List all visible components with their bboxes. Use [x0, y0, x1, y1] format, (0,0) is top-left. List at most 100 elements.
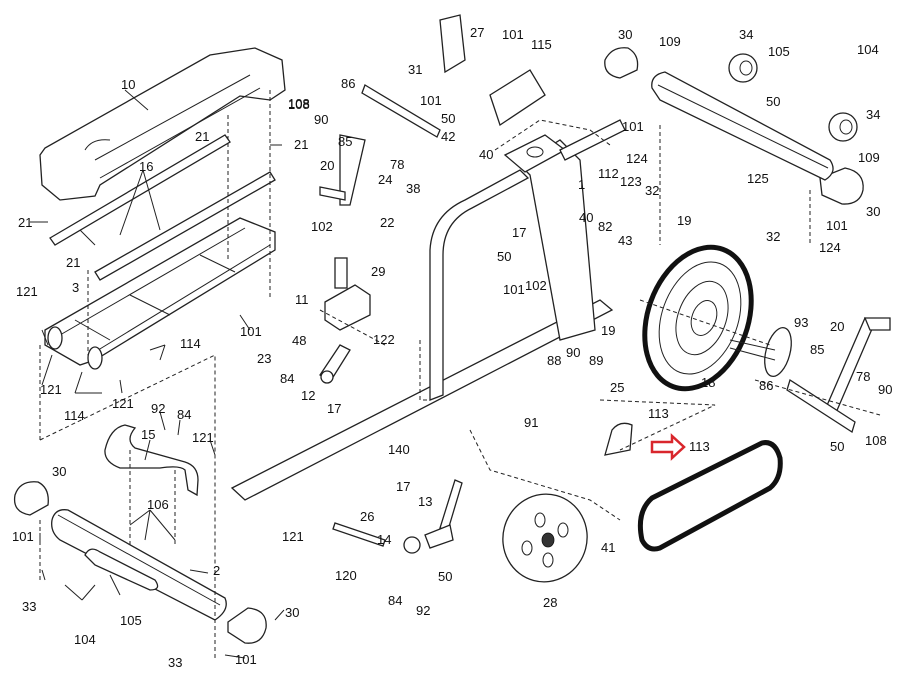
part-label-101f[interactable]: 101: [503, 282, 525, 297]
part-label-38[interactable]: 38: [406, 181, 421, 196]
part-label-78a[interactable]: 78: [390, 157, 405, 172]
part-label-29[interactable]: 29: [371, 264, 386, 279]
part-label-50e[interactable]: 50: [830, 439, 845, 454]
part-label-92b[interactable]: 92: [416, 603, 431, 618]
part-label-109a[interactable]: 109: [659, 34, 681, 49]
part-label-101a[interactable]: 101: [240, 324, 262, 339]
part-label-108a[interactable]: 108: [288, 97, 310, 112]
part-label-140[interactable]: 140: [388, 442, 410, 457]
part-label-114a[interactable]: 114: [180, 336, 201, 351]
part-label-15[interactable]: 15: [141, 427, 156, 442]
part-label-121d[interactable]: 121: [192, 430, 214, 445]
part-label-14[interactable]: 14: [377, 532, 392, 547]
part-label-102b[interactable]: 102: [525, 278, 547, 293]
part-label-89[interactable]: 89: [589, 353, 604, 368]
part-label-19[interactable]: 18: [701, 375, 716, 390]
part-label-6[interactable]: 125: [747, 171, 769, 186]
part-label-48[interactable]: 48: [292, 333, 307, 348]
part-label-101b[interactable]: 101: [12, 529, 34, 544]
part-label-86b[interactable]: 86: [759, 378, 774, 393]
part-label-120[interactable]: 120: [335, 568, 357, 583]
part-label-39[interactable]: 17: [512, 225, 527, 240]
part-label-101e[interactable]: 101: [420, 93, 442, 108]
part-label-21d[interactable]: 21: [66, 255, 81, 270]
part-label-125a[interactable]: 124: [626, 151, 648, 166]
part-label-115[interactable]: 115: [531, 37, 552, 52]
part-label-84b[interactable]: 84: [280, 371, 295, 386]
part-label-85a[interactable]: 85: [338, 134, 353, 149]
part-label-13[interactable]: 13: [418, 494, 433, 509]
part-label-21b[interactable]: 21: [294, 137, 309, 152]
part-label-32[interactable]: 112: [598, 166, 619, 181]
part-label-25[interactable]: 113: [648, 406, 669, 421]
part-label-93[interactable]: 25: [610, 380, 625, 395]
part-label-12[interactable]: 12: [301, 388, 316, 403]
part-label-50c[interactable]: 50: [438, 569, 453, 584]
part-label-122[interactable]: 122: [373, 332, 395, 347]
part-label-102a[interactable]: 102: [311, 219, 333, 234]
part-label-34b[interactable]: 34: [866, 107, 881, 122]
part-label-101d[interactable]: 101: [502, 27, 524, 42]
part-label-17b[interactable]: 17: [396, 479, 411, 494]
part-label-50d[interactable]: 50: [766, 94, 781, 109]
part-label-92a[interactable]: 92: [151, 401, 166, 416]
part-label-121b[interactable]: 121: [40, 382, 62, 397]
part-label-109b[interactable]: 109: [858, 150, 880, 165]
part-label-101c[interactable]: 101: [235, 652, 257, 667]
part-label-23[interactable]: 23: [257, 351, 272, 366]
part-label-106[interactable]: 106: [147, 497, 169, 512]
part-label-20a[interactable]: 20: [320, 158, 335, 173]
part-label-105a[interactable]: 105: [120, 613, 142, 628]
part-label-30a[interactable]: 30: [52, 464, 67, 479]
part-label-101h[interactable]: 101: [826, 218, 848, 233]
part-label-20b[interactable]: 20: [830, 319, 845, 334]
part-label-121e[interactable]: 121: [282, 529, 304, 544]
part-label-86a[interactable]: 86: [341, 76, 356, 91]
part-label-113-highlighted[interactable]: 113: [689, 439, 710, 454]
part-label-26[interactable]: 26: [360, 509, 375, 524]
part-label-30c[interactable]: 30: [618, 27, 633, 42]
part-label-104b[interactable]: 104: [857, 42, 879, 57]
part-label-121a[interactable]: 121: [16, 284, 38, 299]
part-label-28[interactable]: 28: [543, 595, 558, 610]
part-label-21a[interactable]: 21: [195, 129, 210, 144]
part-label-78b[interactable]: 78: [856, 369, 871, 384]
part-label-91[interactable]: 91: [524, 415, 539, 430]
part-label-123[interactable]: 82: [598, 219, 613, 234]
part-label-30b[interactable]: 30: [285, 605, 300, 620]
part-label-43a[interactable]: 19: [677, 213, 692, 228]
part-label-90a[interactable]: 90: [314, 112, 329, 127]
part-label-33a[interactable]: 33: [22, 599, 37, 614]
part-label-33b[interactable]: 33: [168, 655, 183, 670]
part-label-104a[interactable]: 104: [74, 632, 96, 647]
part-label-40a[interactable]: 40: [479, 147, 494, 162]
part-label-124a[interactable]: 32: [645, 183, 660, 198]
part-label-125b[interactable]: 124: [819, 240, 841, 255]
part-label-108b[interactable]: 108: [288, 96, 310, 111]
part-label-30d[interactable]: 30: [866, 204, 881, 219]
part-label-124b[interactable]: 32: [766, 229, 781, 244]
part-label-50a[interactable]: 50: [441, 111, 456, 126]
part-label-101g[interactable]: 101: [622, 119, 644, 134]
part-label-114b[interactable]: 114: [64, 408, 85, 423]
part-label-90c[interactable]: 90: [878, 382, 893, 397]
part-label-43b[interactable]: 19: [601, 323, 616, 338]
part-label-121c[interactable]: 121: [112, 396, 134, 411]
part-label-10[interactable]: 10: [121, 77, 136, 92]
part-label-108c[interactable]: 108: [865, 433, 887, 448]
part-label-2[interactable]: 2: [213, 563, 221, 578]
part-label-90b[interactable]: 90: [566, 345, 581, 360]
part-label-17a[interactable]: 17: [327, 401, 342, 416]
part-label-24[interactable]: 24: [378, 172, 393, 187]
part-label-18[interactable]: 93: [794, 315, 809, 330]
part-label-84c[interactable]: 84: [388, 593, 403, 608]
part-label-27[interactable]: 27: [470, 25, 485, 40]
part-label-85b[interactable]: 85: [810, 342, 825, 357]
part-label-34a[interactable]: 34: [739, 27, 754, 42]
part-label-1[interactable]: 1: [578, 177, 586, 192]
part-label-105b[interactable]: 105: [768, 44, 790, 59]
part-label-16[interactable]: 16: [139, 159, 154, 174]
part-label-42[interactable]: 42: [441, 129, 456, 144]
part-label-21c[interactable]: 21: [18, 215, 33, 230]
part-label-82[interactable]: 43: [618, 233, 633, 248]
